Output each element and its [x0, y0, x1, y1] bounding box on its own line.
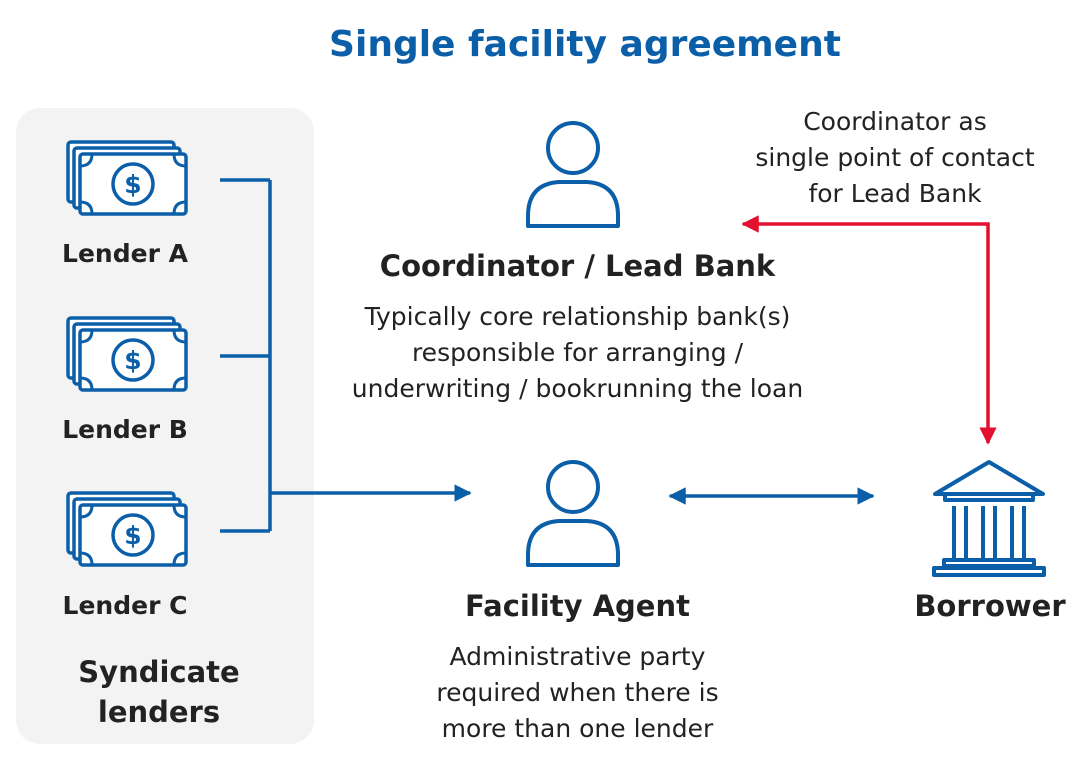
diagram-title: Single facility agreement — [329, 24, 841, 65]
lender-b-banknote-icon — [66, 316, 188, 392]
lender-c-banknote-icon — [66, 491, 188, 567]
lender-a-label: Lender A — [62, 239, 188, 268]
coordinator-description-line: underwriting / bookrunning the loan — [351, 374, 804, 403]
coordinator-description-line: Typically core relationship bank(s) — [364, 302, 791, 331]
lender-bracket-connector — [220, 178, 272, 533]
coordinator-title: Coordinator / Lead Bank — [379, 249, 776, 283]
contact-note-line: single point of contact — [755, 143, 1035, 172]
coordinator-description: Typically core relationship bank(s) resp… — [320, 299, 835, 407]
contact-note: Coordinator as single point of contact f… — [735, 104, 1055, 212]
lender-b-label: Lender B — [62, 415, 188, 444]
facility-agent-description-line: more than one lender — [441, 714, 714, 743]
borrower-bank-icon — [932, 460, 1046, 577]
coordinator-person-icon — [526, 121, 620, 228]
facility-agent-title: Facility Agent — [465, 589, 690, 623]
lender-c-label: Lender C — [62, 591, 188, 620]
facility-agent-description-line: required when there is — [436, 678, 719, 707]
facility-agent-person-icon — [526, 460, 620, 567]
borrower-title: Borrower — [914, 589, 1066, 623]
contact-note-line: Coordinator as — [803, 107, 987, 136]
coordinator-borrower-arrow — [741, 215, 997, 445]
syndicate-lenders-label: Syndicate lenders — [30, 652, 288, 732]
coordinator-description-line: responsible for arranging / — [411, 338, 744, 367]
contact-note-line: for Lead Bank — [808, 179, 982, 208]
syndicate-label-line: Syndicate — [78, 655, 240, 689]
facility-agent-description-line: Administrative party — [449, 642, 706, 671]
lender-a-banknote-icon — [66, 140, 188, 216]
syndicate-label-line: lenders — [97, 695, 221, 729]
facility-agent-description: Administrative party required when there… — [400, 639, 755, 747]
